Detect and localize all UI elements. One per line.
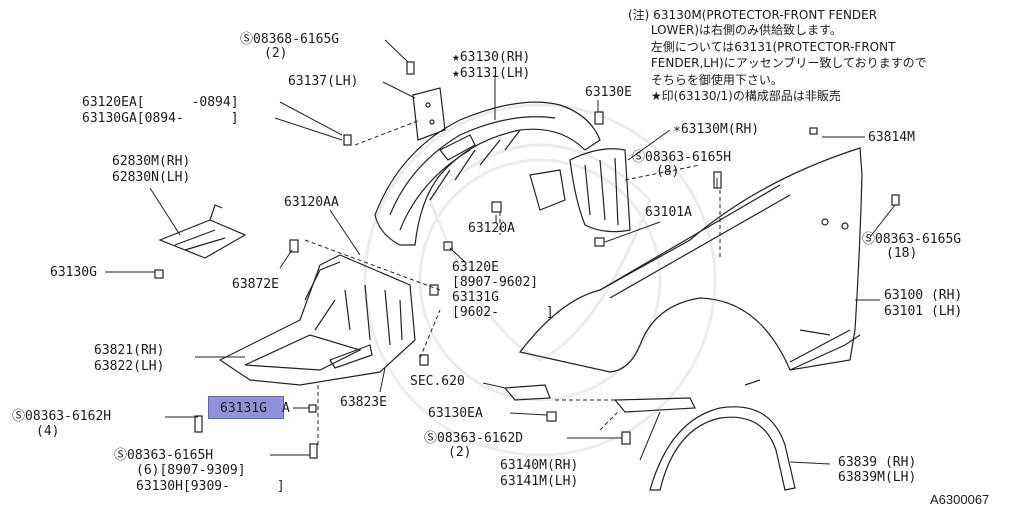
note-line-1: (注) 63130M(PROTECTOR-FRONT FENDER <box>628 8 878 22</box>
sec620-part <box>503 384 551 401</box>
part-label-08363-6162h[interactable]: Ⓢ08363-6162H <box>12 409 112 424</box>
part-label-62830n[interactable]: 62830N(LH) <box>112 170 191 185</box>
protector-part <box>569 148 631 233</box>
part-label-sec620[interactable]: SEC.620 <box>410 374 465 389</box>
bracket-part <box>158 204 247 259</box>
part-label-63120e[interactable]: 63120E <box>452 260 499 275</box>
part-label-63130g[interactable]: 63130G <box>50 265 97 280</box>
part-label-63140m[interactable]: 63140M(RH) <box>500 458 579 473</box>
part-label-63141m[interactable]: 63141M(LH) <box>500 474 579 489</box>
part-label-63131g-suffix: A <box>282 401 290 416</box>
lower-cover-part <box>218 254 416 386</box>
part-label-63100[interactable]: 63100 (RH) <box>884 288 963 303</box>
part-label-63814m[interactable]: 63814M <box>868 130 915 145</box>
part-label-63821[interactable]: 63821(RH) <box>94 343 165 358</box>
part-label-63131-lh[interactable]: ★63131(LH) <box>452 66 531 81</box>
part-label-63101[interactable]: 63101 (LH) <box>884 304 963 319</box>
part-label-08363-6162h-qty: (4) <box>36 424 60 439</box>
part-label-63131g-top[interactable]: 63131G <box>452 290 499 305</box>
note-line-5: そちらを御使用下さい。 <box>628 73 783 87</box>
part-label-63130ea[interactable]: 63130EA <box>428 406 483 421</box>
note-line-2: LOWER)は右側のみ供給致します。 <box>628 23 842 37</box>
splash-shield-part <box>412 87 446 141</box>
part-label-63120a[interactable]: 63120A <box>468 221 515 236</box>
note-line-4: FENDER,LH)にアッセンブリー致しておりますので <box>628 56 927 70</box>
selected-part-highlight <box>208 396 284 419</box>
part-label-08363-6165g-qty: (18) <box>886 246 918 261</box>
part-label-08363-6162d[interactable]: Ⓢ08363-6162D <box>424 431 524 446</box>
part-label-63131g-date: [9602- ] <box>452 305 554 320</box>
part-label-63120e-date: [8907-9602] <box>452 275 539 290</box>
part-label-63131g-selected[interactable]: 63131G <box>220 401 267 416</box>
part-label-63839m[interactable]: 63839M(LH) <box>838 470 917 485</box>
note-line-6: ★印(63130/1)の構成部品は非販売 <box>628 89 841 103</box>
part-label-63130e[interactable]: 63130E <box>585 85 632 100</box>
part-label-62830m[interactable]: 62830M(RH) <box>112 154 191 169</box>
part-label-63120aa[interactable]: 63120AA <box>284 195 339 210</box>
part-label-63130-rh[interactable]: ★63130(RH) <box>452 50 531 65</box>
fender-liner-part <box>374 101 601 246</box>
leader-lines <box>105 39 896 465</box>
arch-molding-part <box>649 406 796 491</box>
part-label-08363-6165g[interactable]: Ⓢ08363-6165G <box>862 232 962 247</box>
part-label-63130m[interactable]: ∗63130M(RH) <box>673 122 760 137</box>
part-label-08363-6165h-bottom-date: (6)[8907-9309] <box>136 463 246 478</box>
part-label-63872e[interactable]: 63872E <box>232 277 279 292</box>
part-label-63822[interactable]: 63822(LH) <box>94 359 165 374</box>
part-label-63130h[interactable]: 63130H[9309- ] <box>136 479 285 494</box>
bracket-63140-part <box>613 397 696 413</box>
part-label-63839[interactable]: 63839 (RH) <box>838 455 917 470</box>
part-label-63120ea[interactable]: 63120EA[ -0894] <box>82 95 239 110</box>
part-label-08368-6165g[interactable]: Ⓢ08368-6165G <box>240 32 340 47</box>
part-label-63101a[interactable]: 63101A <box>645 205 692 220</box>
part-label-63137[interactable]: 63137(LH) <box>288 74 359 89</box>
watermark <box>363 103 717 457</box>
part-label-08363-6165h-bottom[interactable]: Ⓢ08363-6165H <box>114 448 214 463</box>
part-label-63823e[interactable]: 63823E <box>340 395 387 410</box>
part-label-08363-6165h-top[interactable]: Ⓢ08363-6165H <box>632 150 732 165</box>
note-line-3: 左側については63131(PROTECTOR-FRONT <box>628 40 896 54</box>
part-label-08368-6165g-qty: (2) <box>264 46 288 61</box>
figure-id: A6300067 <box>930 492 990 507</box>
part-label-63130ga[interactable]: 63130GA[0894- ] <box>82 111 239 126</box>
part-label-08363-6162d-qty: (2) <box>448 445 472 460</box>
fender-panel-part <box>518 147 863 386</box>
part-label-08363-6165h-top-qty: (8) <box>656 164 680 179</box>
fasteners <box>154 61 900 459</box>
